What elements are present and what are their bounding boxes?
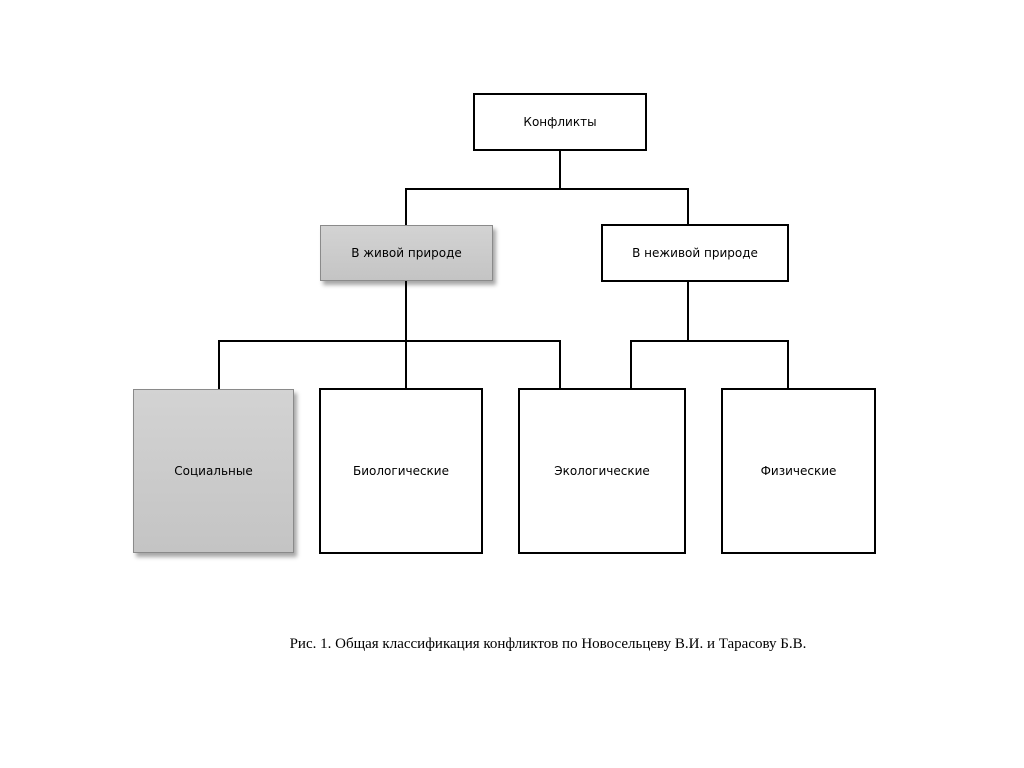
node-physical: Физические bbox=[721, 388, 876, 554]
node-nonliving-nature-label: В неживой природе bbox=[632, 246, 758, 260]
node-biological-label: Биологические bbox=[353, 464, 449, 478]
node-biological: Биологические bbox=[319, 388, 483, 554]
node-living-nature: В живой природе bbox=[320, 225, 493, 281]
node-ecological: Экологические bbox=[518, 388, 686, 554]
node-ecological-label: Экологические bbox=[554, 464, 650, 478]
node-physical-label: Физические bbox=[760, 464, 837, 478]
node-living-nature-label: В живой природе bbox=[351, 246, 462, 260]
node-conflicts-label: Конфликты bbox=[523, 115, 597, 129]
node-nonliving-nature: В неживой природе bbox=[601, 224, 789, 282]
figure-caption: Рис. 1. Общая классификация конфликтов п… bbox=[289, 636, 807, 652]
node-conflicts: Конфликты bbox=[473, 93, 647, 151]
node-social: Социальные bbox=[133, 389, 294, 553]
node-social-label: Социальные bbox=[174, 464, 253, 478]
